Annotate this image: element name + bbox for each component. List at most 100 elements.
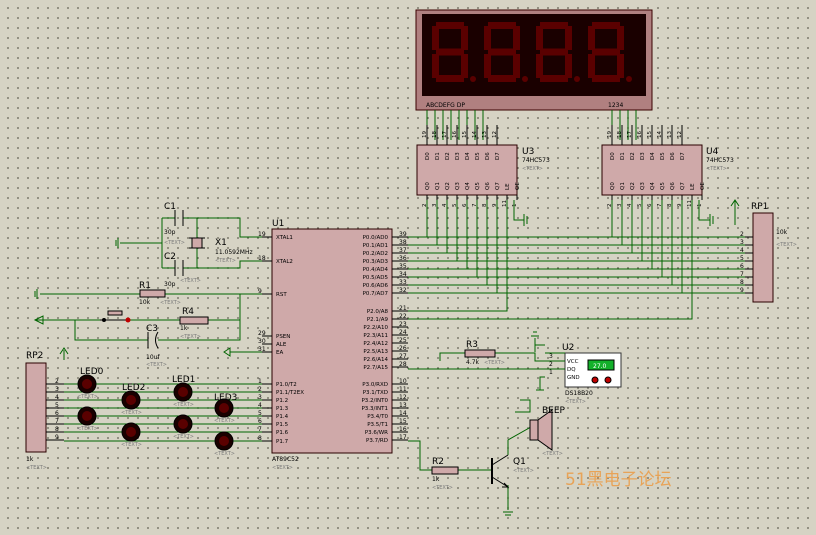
latch-pin-num: 12 bbox=[492, 131, 498, 138]
latch-pin-d2: D2 bbox=[445, 152, 451, 160]
latch-pin-num: 17 bbox=[442, 131, 448, 138]
resistor-r2[interactable]: R2 1k <TEXT> bbox=[431, 457, 459, 491]
u1-pin-name: P3.7/RD bbox=[366, 438, 388, 444]
latch-pin-d6: D6 bbox=[485, 152, 491, 160]
resistor-r1[interactable]: R1 10k <TEXT> bbox=[139, 281, 181, 306]
resistor-r3[interactable]: R3 4.7k <TEXT> bbox=[464, 340, 505, 366]
u1-pin-name: ALE bbox=[276, 342, 287, 348]
latch-pin-num: 19 bbox=[607, 131, 613, 138]
decrease-temp-button[interactable] bbox=[591, 376, 599, 384]
reset-button[interactable] bbox=[100, 310, 131, 323]
latch-pin-num: 1 bbox=[697, 204, 703, 208]
q1-text: <TEXT> bbox=[513, 468, 534, 474]
led-led1[interactable]: <TEXT><TEXT>LED1 bbox=[172, 375, 195, 440]
seven-segment-display[interactable]: ABCDEFG DP 1234 bbox=[415, 9, 653, 111]
latch-pin-d7: D7 bbox=[680, 152, 686, 160]
latch-pin-num: 15 bbox=[462, 131, 468, 138]
rp1-text: <TEXT> bbox=[776, 242, 797, 248]
latch-pin-num: 15 bbox=[647, 131, 653, 138]
r4-ref: R4 bbox=[182, 307, 194, 317]
latch-pin-num: 2 bbox=[607, 204, 613, 208]
latch-pin-num: 16 bbox=[637, 131, 643, 138]
latch-pin-num: 11 bbox=[687, 200, 693, 207]
latch-u3[interactable]: U3 74HC573 <TEXT> D019D118D217D316D415D5… bbox=[416, 125, 550, 208]
latch-pin-num: 14 bbox=[657, 131, 663, 138]
u2-ref: U2 bbox=[562, 343, 574, 353]
rp-pin-8: 8 bbox=[55, 426, 59, 433]
latch-pin-num: 11 bbox=[502, 200, 508, 207]
led-led2[interactable]: <TEXT><TEXT>LED2 bbox=[121, 383, 145, 448]
led-text: <TEXT> bbox=[214, 418, 235, 424]
latch-pin-d1: D1 bbox=[435, 152, 441, 160]
u1-pin-name: P2.6/A14 bbox=[363, 357, 388, 363]
rp-pin-4: 4 bbox=[740, 247, 744, 254]
resistor-r4[interactable]: R4 1k <TEXT> bbox=[179, 307, 209, 340]
led-led3[interactable]: <TEXT><TEXT>LED3 bbox=[214, 393, 237, 457]
latch-pin-num: 13 bbox=[482, 131, 488, 138]
u1-pin-name: P0.3/AD3 bbox=[363, 259, 389, 265]
rp-pin-6: 6 bbox=[740, 263, 744, 270]
latch-pin-d1: D1 bbox=[620, 152, 626, 160]
latch-u4[interactable]: U4 74HC573 <TEXT> D019D118D217D316D415D5… bbox=[601, 125, 734, 208]
latch-pin-q2: Q2 bbox=[445, 182, 451, 190]
latch-pin-q0: Q0 bbox=[610, 182, 616, 190]
led-lens bbox=[219, 403, 229, 413]
c3-ref: C3 bbox=[146, 324, 158, 334]
u2-pin-dq: DQ bbox=[567, 367, 576, 373]
led-led0[interactable]: <TEXT><TEXT>LED0 bbox=[77, 367, 104, 432]
led-lens bbox=[219, 436, 229, 446]
digit-2 bbox=[484, 22, 528, 82]
increase-temp-button[interactable] bbox=[604, 376, 612, 384]
rp1-value: 10k bbox=[776, 229, 788, 236]
u1-pin-5: 5 bbox=[258, 410, 262, 417]
latch-pin-num: 12 bbox=[677, 131, 683, 138]
capacitor-c3[interactable]: C3 10uf <TEXT> bbox=[146, 324, 167, 368]
led-lens bbox=[178, 387, 188, 397]
latch-pin-num: 7 bbox=[657, 203, 663, 207]
u1-ref: U1 bbox=[272, 219, 284, 229]
digit-3 bbox=[536, 22, 580, 82]
u1-pin-24: 24 bbox=[399, 329, 407, 336]
latch-pin-num: 2 bbox=[422, 204, 428, 208]
capacitor-c1[interactable]: C1 30p <TEXT> bbox=[164, 202, 185, 246]
transistor-q1[interactable]: Q1 <TEXT> bbox=[491, 454, 534, 488]
u1-pin-name: P1.0/T2 bbox=[276, 382, 297, 388]
u1-pin-name: P1.7 bbox=[276, 439, 289, 445]
latch-pin-num: 6 bbox=[462, 203, 468, 207]
latch-pin-num: 13 bbox=[667, 131, 673, 138]
u1-pin-name: P1.1/T2EX bbox=[276, 390, 304, 396]
latch-pin-q4: Q4 bbox=[465, 182, 471, 190]
crystal-x1[interactable]: X1 11.0592MHz <TEXT> bbox=[189, 237, 253, 264]
u1-pin-name: P3.2/INT0 bbox=[361, 398, 388, 404]
rp-pin-4: 4 bbox=[55, 394, 59, 401]
led-ref: LED2 bbox=[122, 383, 145, 393]
u1-pin-17: 17 bbox=[399, 434, 407, 441]
buzzer-beep[interactable]: BEEP <TEXT> bbox=[529, 406, 566, 457]
r1-value: 10k bbox=[139, 299, 151, 306]
led-lens bbox=[178, 419, 188, 429]
c1-value: 30p bbox=[164, 229, 176, 236]
u1-pin-1: 1 bbox=[258, 378, 262, 385]
capacitor-c2[interactable]: C2 30p <TEXT> bbox=[164, 252, 201, 288]
c2-text: <TEXT> bbox=[180, 278, 201, 284]
latch-pin-num: 18 bbox=[617, 131, 623, 138]
r1-text: <TEXT> bbox=[160, 300, 181, 306]
u1-pin-name: P2.7/A15 bbox=[363, 365, 388, 371]
latch-pin-num: 3 bbox=[617, 203, 623, 207]
u1-pin-name: RST bbox=[276, 292, 287, 298]
rp-pin-5: 5 bbox=[55, 402, 59, 409]
latch-pin-num: 14 bbox=[472, 131, 478, 138]
latch-pin-num: 4 bbox=[627, 203, 633, 207]
latch-pin-q3: Q3 bbox=[455, 182, 461, 190]
latch-pin-num: 8 bbox=[667, 203, 673, 207]
r4-text: <TEXT> bbox=[180, 334, 201, 340]
u1-pin-10: 10 bbox=[399, 378, 407, 385]
sensor-u2[interactable]: U2 27.0 3 2 1 VCC DQ GND DS18B20 <TEXT> bbox=[549, 343, 622, 405]
led-ref: LED0 bbox=[80, 367, 104, 377]
u1-pin-name: P3.6/WR bbox=[365, 430, 388, 436]
latch-pin-q1: Q1 bbox=[620, 182, 626, 190]
